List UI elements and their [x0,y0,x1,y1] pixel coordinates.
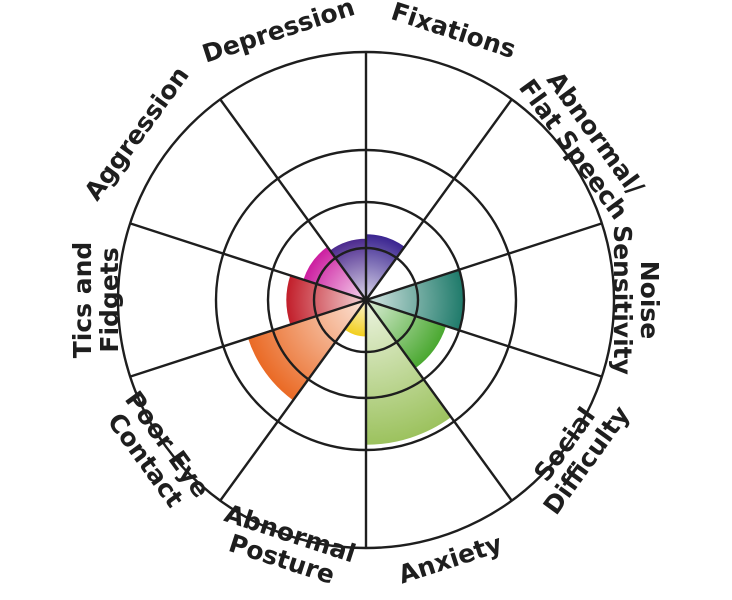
label-line: Depression [199,0,358,69]
sector-noise-sensitivity [366,269,464,331]
grid-spoke [365,98,513,301]
grid-spoke [129,222,367,302]
sectors-layer [248,234,464,445]
label-aggression: Aggression [79,61,195,206]
sector-depression [330,238,366,300]
sector-poor-eye-contact [248,300,366,401]
grid-layer [116,50,616,550]
label-anxiety: Anxiety [395,529,506,590]
sector-tics-and-fidgets [286,275,366,325]
sector-fixations [366,234,405,300]
sector-aggression [303,246,366,300]
grid-spoke [129,298,367,378]
label-line: Sensitivity [608,225,637,375]
grid-spoke [365,299,513,502]
label-line: Anxiety [395,529,506,590]
sector-anxiety [366,300,452,445]
sector-abnormal-speech [366,274,396,300]
label-line: Tics and [68,242,97,359]
label-line: Noise [635,261,664,340]
grid-spoke [219,98,367,301]
label-line: Aggression [79,61,195,206]
grid-spoke [365,298,603,378]
label-line: Fidgets [95,247,124,352]
grid-spoke [365,222,603,302]
label-abnormal-speech: Abnormal/Flat Speech [513,66,650,225]
grid-spoke [219,299,367,502]
label-depression: Depression [199,0,358,69]
